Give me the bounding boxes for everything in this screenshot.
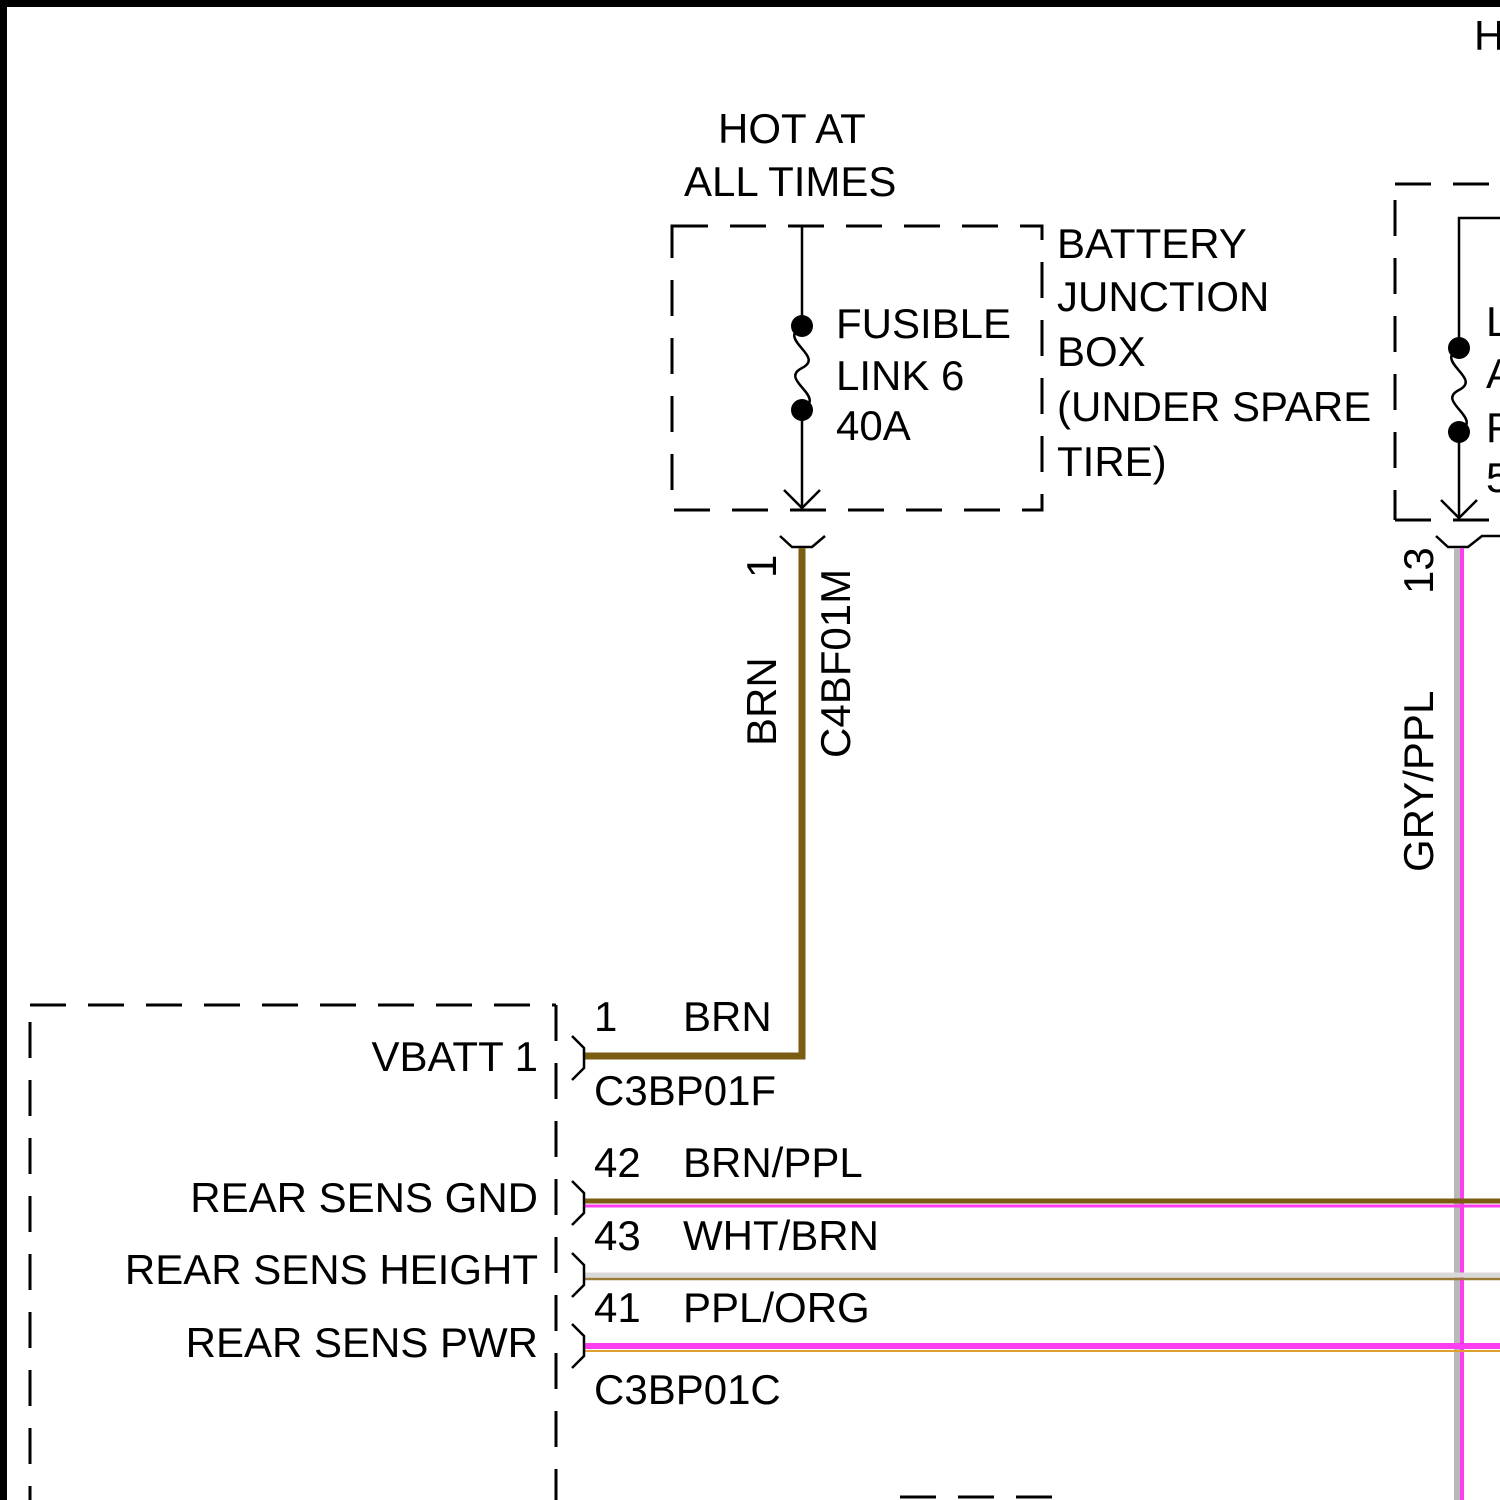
wire-brn-ppl [584,1201,1500,1206]
right-fuse-fragment-3: F [1486,404,1500,451]
right-fuse-fragment-1: L [1486,298,1500,345]
bjb-line-1: BATTERY [1057,220,1247,267]
vbatt-pin-name: VBATT 1 [371,1033,538,1080]
sensor-gnd-pin: 42 [594,1139,641,1186]
connector-right-icon [1436,536,1500,547]
right-fuse-fragment-2: A [1486,350,1500,397]
fusible-link-line-1: FUSIBLE [836,300,1011,347]
sensor-pwr-pin: 41 [594,1284,641,1331]
module-pin-bracket-icons [572,1036,584,1368]
fusible-link-line-2: LINK 6 [836,352,964,399]
bjb-line-4: (UNDER SPARE [1057,383,1371,430]
top-wire-color-label: BRN [738,657,785,746]
wire-wht-brn [584,1275,1500,1279]
hot-at-label: HOT AT [718,105,866,152]
top-connector-label: C4BF01M [812,569,859,758]
sensor-height-pin: 43 [594,1212,641,1259]
fusible-link-line-3: 40A [836,402,911,449]
sensor-height-wire-color: WHT/BRN [683,1212,879,1259]
sensor-pwr-name: REAR SENS PWR [186,1319,538,1366]
top-pin-label: 1 [738,555,785,578]
vbatt-wire-color: BRN [683,993,772,1040]
right-fuse-fragment-4: 5 [1486,454,1500,501]
right-pin-label: 13 [1395,547,1442,594]
sensor-height-name: REAR SENS HEIGHT [125,1246,538,1293]
sensor-gnd-name: REAR SENS GND [190,1174,538,1221]
battery-junction-box-label: BATTERY JUNCTION BOX (UNDER SPARE TIRE) [1057,220,1371,485]
right-junction-box-outline [1395,184,1500,520]
fusible-link-icon [784,226,820,508]
bjb-line-5: TIRE) [1057,438,1167,485]
wire-ppl-org [584,1346,1500,1351]
sensor-pwr-wire-color: PPL/ORG [683,1284,870,1331]
wire-brn [584,548,802,1056]
connector-c4bf01m-icon [780,536,825,547]
sensor-gnd-wire-color: BRN/PPL [683,1139,863,1186]
bjb-line-2: JUNCTION [1057,273,1269,320]
vbatt-pin-number: 1 [594,993,617,1040]
sensor-connector-label: C3BP01C [594,1366,781,1413]
corner-fragment-label: H [1474,12,1500,59]
vbatt-connector-label: C3BP01F [594,1067,776,1114]
bjb-line-3: BOX [1057,328,1146,375]
right-wire-color-label: GRY/PPL [1395,691,1442,872]
all-times-label: ALL TIMES [684,158,896,205]
